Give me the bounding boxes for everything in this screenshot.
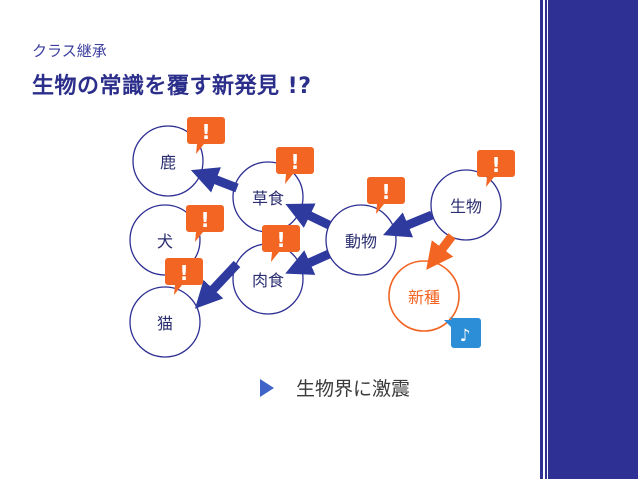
node-doubutsu: 動物 xyxy=(325,204,397,276)
exclamation-callout: ! xyxy=(186,205,224,242)
arrow-seibutsu-to-doubutsu xyxy=(383,210,434,238)
exclamation-callout: ! xyxy=(165,258,203,295)
node-label-shinshu: 新種 xyxy=(408,288,440,307)
node-shika: 鹿 xyxy=(132,125,204,197)
exclamation-callout: ! xyxy=(276,147,314,184)
arrow-seibutsu-to-shinshu xyxy=(426,233,456,270)
slide-title: 生物の常識を覆す新発見 !? xyxy=(32,74,312,99)
sidebar-thin-line xyxy=(545,0,547,479)
music-note-icon: ♪ xyxy=(460,326,471,346)
exclamation-mark: ! xyxy=(200,208,209,232)
exclamation-mark: ! xyxy=(290,150,299,174)
exclamation-callout: ! xyxy=(477,150,515,187)
node-neko: 猫 xyxy=(129,286,201,358)
node-nikushoku: 肉食 xyxy=(232,243,304,315)
exclamation-mark: ! xyxy=(179,261,188,285)
right-sidebar-decoration xyxy=(540,0,638,479)
bullet-triangle-icon xyxy=(260,378,274,397)
exclamation-mark: ! xyxy=(276,228,285,252)
node-shinshu: 新種 xyxy=(388,260,460,332)
exclamation-mark: ! xyxy=(201,120,210,144)
arrow-soushoku-to-shika xyxy=(190,167,239,193)
arrow-doubutsu-to-soushoku xyxy=(285,203,331,230)
arrow-nikushoku-to-neko xyxy=(194,260,241,309)
music-note-callout: ♪ xyxy=(444,317,481,348)
node-label-inu: 犬 xyxy=(157,232,173,251)
sidebar-block xyxy=(548,0,638,479)
exclamation-callout: ! xyxy=(262,225,300,262)
exclamation-mark: ! xyxy=(381,180,390,204)
node-inu: 犬 xyxy=(129,204,201,276)
exclamation-callout: ! xyxy=(187,117,225,154)
bullet-point: 生物界に激震 xyxy=(260,374,410,401)
node-label-seibutsu: 生物 xyxy=(450,197,482,216)
node-label-nikushoku: 肉食 xyxy=(252,271,284,290)
node-label-neko: 猫 xyxy=(157,314,173,333)
arrow-doubutsu-to-nikushoku xyxy=(285,249,331,275)
exclamation-mark: ! xyxy=(491,153,500,177)
slide-subtitle: クラス継承 xyxy=(32,42,107,60)
bullet-text: 生物界に激震 xyxy=(296,378,411,400)
node-label-shika: 鹿 xyxy=(160,153,176,172)
node-seibutsu: 生物 xyxy=(430,169,502,241)
node-label-soushoku: 草食 xyxy=(252,189,284,208)
exclamation-callout: ! xyxy=(367,177,405,214)
node-label-doubutsu: 動物 xyxy=(345,232,377,251)
sidebar-thin-line xyxy=(540,0,543,479)
